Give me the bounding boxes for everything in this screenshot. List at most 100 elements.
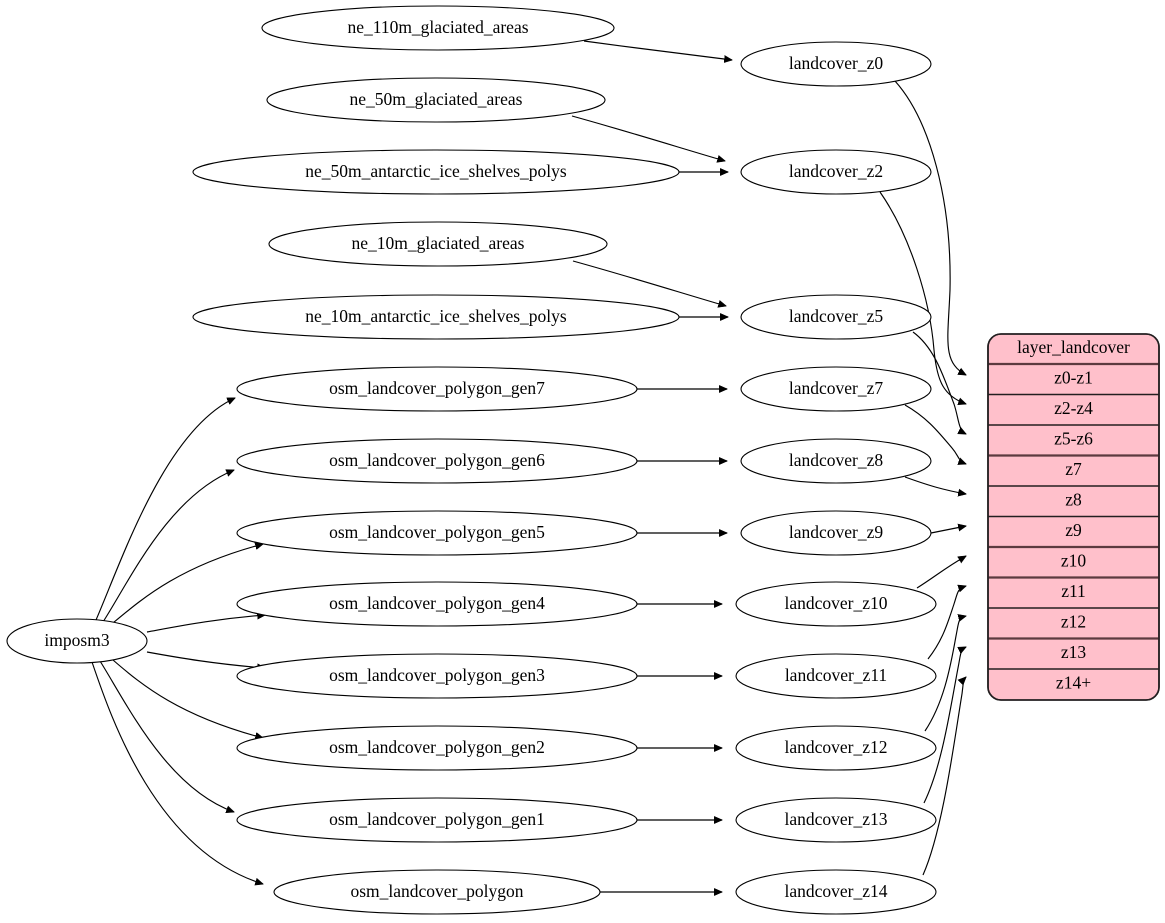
node-label-osm-landcover-polygon-gen5: osm_landcover_polygon_gen5 — [329, 522, 545, 542]
table-row-z10[interactable]: z10 — [988, 551, 1159, 579]
table-row-z9[interactable]: z9 — [988, 520, 1159, 549]
edge-ne10mglac-to-z5 — [572, 260, 726, 306]
nodes-layer: imposm3 ne_110m_glaciated_areas ne_50m_g… — [6, 5, 937, 915]
node-shape-landcover-z2 — [740, 149, 932, 195]
edge-z11-to-row-z11 — [927, 586, 966, 660]
node-shape-ne-10m-glaciated-areas — [268, 221, 608, 267]
node-shape-landcover-z10 — [735, 581, 937, 627]
edge-z13-to-row-z13 — [923, 646, 966, 804]
edge-imposm3-to-gen6 — [102, 470, 234, 623]
node-shape-landcover-z7 — [740, 366, 932, 412]
node-landcover-z12[interactable]: landcover_z12 — [735, 725, 937, 771]
node-ne-10m-glaciated-areas[interactable]: ne_10m_glaciated_areas — [268, 221, 608, 267]
edges-layer — [91, 40, 966, 892]
node-osm-landcover-polygon-gen7[interactable]: osm_landcover_polygon_gen7 — [236, 366, 638, 412]
node-shape-osm-landcover-polygon — [273, 869, 601, 915]
node-label-landcover-z5: landcover_z5 — [789, 306, 884, 326]
table-row-label-6: z10 — [1061, 551, 1087, 571]
node-landcover-z8[interactable]: landcover_z8 — [740, 438, 932, 484]
node-label-landcover-z9: landcover_z9 — [789, 522, 884, 542]
edge-imposm3-to-gen4 — [146, 615, 265, 633]
node-landcover-z5[interactable]: landcover_z5 — [740, 294, 932, 340]
node-landcover-z0[interactable]: landcover_z0 — [740, 41, 932, 87]
node-label-osm-landcover-polygon-gen6: osm_landcover_polygon_gen6 — [329, 450, 545, 470]
node-label-osm-landcover-polygon-gen3: osm_landcover_polygon_gen3 — [329, 665, 545, 685]
node-osm-landcover-polygon-gen2[interactable]: osm_landcover_polygon_gen2 — [236, 725, 638, 771]
node-osm-landcover-polygon-gen6[interactable]: osm_landcover_polygon_gen6 — [236, 438, 638, 484]
node-label-osm-landcover-polygon-gen1: osm_landcover_polygon_gen1 — [329, 809, 545, 829]
edge-imposm3-to-polygon — [91, 661, 263, 884]
node-label-osm-landcover-polygon-gen4: osm_landcover_polygon_gen4 — [329, 593, 545, 613]
edge-z2-to-row-z2z4 — [879, 191, 966, 404]
table-row-label-1: z2-z4 — [1054, 398, 1093, 418]
node-ne-50m-glaciated-areas[interactable]: ne_50m_glaciated_areas — [266, 77, 606, 123]
node-landcover-z13[interactable]: landcover_z13 — [735, 797, 937, 843]
node-shape-ne-110m-glaciated-areas — [261, 5, 615, 51]
node-label-landcover-z12: landcover_z12 — [784, 737, 887, 757]
node-imposm3[interactable]: imposm3 — [6, 618, 148, 664]
table-row-label-0: z0-z1 — [1054, 368, 1093, 388]
node-landcover-z7[interactable]: landcover_z7 — [740, 366, 932, 412]
table-layer-landcover[interactable]: layer_landcover z0-z1 z2-z4 z5-z6 z7 — [987, 333, 1160, 701]
edge-imposm3-to-gen1 — [99, 660, 234, 812]
node-label-ne-50m-glaciated-areas: ne_50m_glaciated_areas — [350, 89, 523, 109]
node-landcover-z9[interactable]: landcover_z9 — [740, 510, 932, 556]
node-shape-landcover-z12 — [735, 725, 937, 771]
node-shape-landcover-z5 — [740, 294, 932, 340]
edge-z7-to-row-z7 — [904, 404, 966, 464]
table-row-z2-z4[interactable]: z2-z4 — [988, 398, 1159, 426]
table-row-label-4: z8 — [1065, 490, 1082, 510]
node-shape-ne-50m-antarctic-ice-shelves-polys — [192, 149, 680, 195]
node-label-landcover-z0: landcover_z0 — [789, 53, 884, 73]
node-shape-landcover-z14 — [735, 869, 937, 915]
edge-imposm3-to-gen5 — [112, 544, 263, 624]
node-shape-osm-landcover-polygon-gen2 — [236, 725, 638, 771]
node-label-landcover-z10: landcover_z10 — [784, 593, 887, 613]
node-label-landcover-z13: landcover_z13 — [784, 809, 887, 829]
node-landcover-z14[interactable]: landcover_z14 — [735, 869, 937, 915]
edge-ne110m-to-z0 — [583, 40, 732, 60]
node-ne-10m-antarctic-ice-shelves-polys[interactable]: ne_10m_antarctic_ice_shelves_polys — [192, 294, 680, 340]
table-row-z0-z1[interactable]: z0-z1 — [988, 368, 1159, 396]
table-row-z8[interactable]: z8 — [988, 490, 1159, 518]
node-osm-landcover-polygon[interactable]: osm_landcover_polygon — [273, 869, 601, 915]
edge-z10-to-row-z10 — [916, 556, 966, 589]
edge-z5-to-row-z5z6 — [912, 331, 966, 435]
node-label-osm-landcover-polygon: osm_landcover_polygon — [350, 881, 523, 901]
table-row-z7[interactable]: z7 — [988, 459, 1159, 487]
node-shape-osm-landcover-polygon-gen6 — [236, 438, 638, 484]
edge-z9-to-row-z9 — [930, 526, 966, 534]
table-row-z13[interactable]: z13 — [988, 642, 1159, 670]
node-ne-50m-antarctic-ice-shelves-polys[interactable]: ne_50m_antarctic_ice_shelves_polys — [192, 149, 680, 195]
node-shape-ne-10m-antarctic-ice-shelves-polys — [192, 294, 680, 340]
edge-ne50mglac-to-z2 — [571, 115, 725, 161]
node-shape-landcover-z11 — [735, 653, 937, 699]
node-osm-landcover-polygon-gen3[interactable]: osm_landcover_polygon_gen3 — [236, 653, 638, 699]
node-label-ne-10m-glaciated-areas: ne_10m_glaciated_areas — [352, 233, 525, 253]
table-header-label: layer_landcover — [1017, 337, 1130, 357]
node-osm-landcover-polygon-gen5[interactable]: osm_landcover_polygon_gen5 — [236, 510, 638, 556]
node-shape-imposm3 — [6, 618, 148, 664]
table-row-z11[interactable]: z11 — [988, 581, 1159, 609]
node-landcover-z2[interactable]: landcover_z2 — [740, 149, 932, 195]
node-landcover-z11[interactable]: landcover_z11 — [735, 653, 937, 699]
table-row-z14-plus[interactable]: z14+ — [1056, 673, 1091, 693]
table-outline — [987, 333, 1160, 701]
node-label-landcover-z8: landcover_z8 — [789, 450, 884, 470]
node-ne-110m-glaciated-areas[interactable]: ne_110m_glaciated_areas — [261, 5, 615, 51]
table-row-label-8: z12 — [1061, 612, 1086, 632]
node-label-osm-landcover-polygon-gen2: osm_landcover_polygon_gen2 — [329, 737, 545, 757]
node-label-landcover-z11: landcover_z11 — [785, 665, 887, 685]
table-row-z5-z6[interactable]: z5-z6 — [988, 429, 1159, 457]
node-label-ne-10m-antarctic-ice-shelves-polys: ne_10m_antarctic_ice_shelves_polys — [305, 306, 567, 326]
edge-z14-to-row-z14plus — [922, 677, 966, 876]
node-osm-landcover-polygon-gen4[interactable]: osm_landcover_polygon_gen4 — [236, 581, 638, 627]
node-osm-landcover-polygon-gen1[interactable]: osm_landcover_polygon_gen1 — [236, 797, 638, 843]
node-shape-landcover-z0 — [740, 41, 932, 87]
node-shape-osm-landcover-polygon-gen3 — [236, 653, 638, 699]
node-shape-osm-landcover-polygon-gen1 — [236, 797, 638, 843]
node-label-ne-50m-antarctic-ice-shelves-polys: ne_50m_antarctic_ice_shelves_polys — [305, 161, 567, 181]
node-landcover-z10[interactable]: landcover_z10 — [735, 581, 937, 627]
table-row-z12[interactable]: z12 — [988, 612, 1159, 640]
